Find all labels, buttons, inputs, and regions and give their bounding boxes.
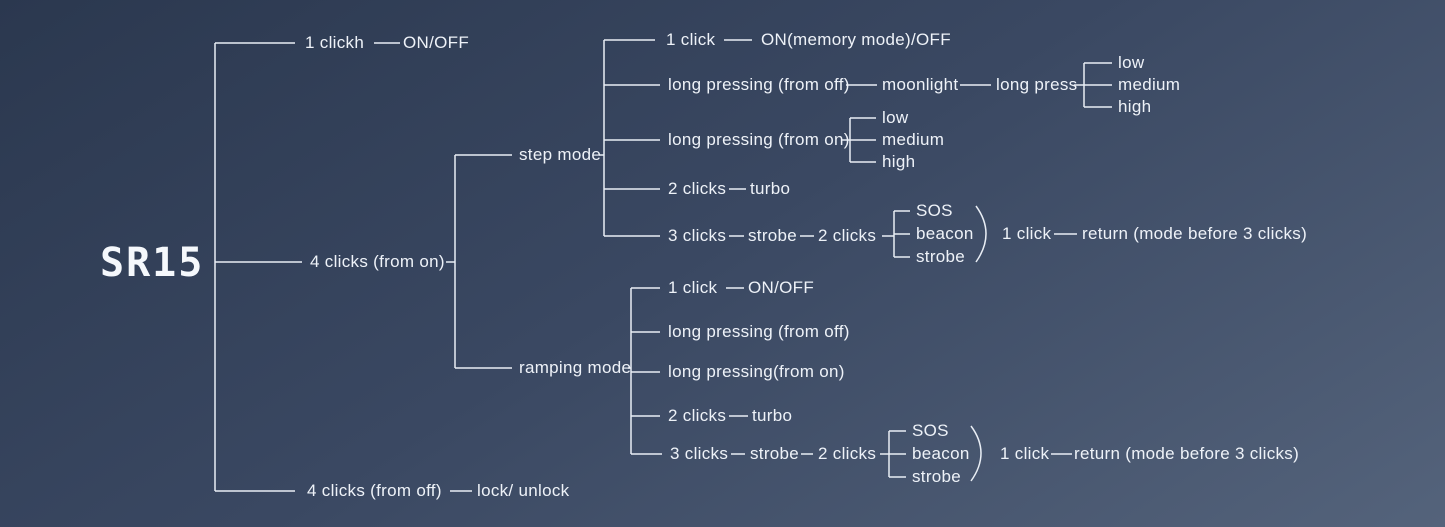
ramp-cycle-mode-beacon: beacon (912, 444, 970, 463)
ramp-one-click-result: ON/OFF (748, 278, 815, 297)
step-cycle-mode-beacon: beacon (916, 224, 974, 243)
step-level-high: high (1118, 97, 1152, 116)
lockout-action-label: 4 clicks (from off) (307, 481, 442, 500)
step-level-low: low (1118, 53, 1145, 72)
step-level-medium: medium (1118, 75, 1181, 94)
step-cycle-action: 2 clicks (818, 226, 877, 245)
step-three-clicks-action: 3 clicks (668, 226, 727, 245)
step-longpress-off-action: long pressing (from off) (668, 75, 850, 94)
ramp-three-clicks-result: strobe (750, 444, 800, 463)
ramping-mode-label: ramping mode (519, 358, 632, 377)
step-three-clicks-result: strobe (748, 226, 798, 245)
step-on-level-low: low (882, 108, 909, 127)
ramping-mode-lines (630, 287, 1072, 482)
step-two-clicks-action: 2 clicks (668, 179, 727, 198)
ramp-longpress-on-action: long pressing(from on) (668, 362, 845, 381)
ramp-return-result: return (mode before 3 clicks) (1074, 444, 1300, 463)
product-title: SR15 (100, 240, 205, 286)
ramp-cycle-mode-sos: SOS (912, 421, 949, 440)
step-one-click-action: 1 click (666, 30, 716, 49)
step-on-level-medium: medium (882, 130, 945, 149)
ramp-longpress-off-action: long pressing (from off) (668, 322, 850, 341)
step-mode-lines (603, 39, 1112, 263)
power-action-label: 1 clickh (305, 33, 365, 52)
ramp-return-action: 1 click (1000, 444, 1050, 463)
ramp-three-clicks-action: 3 clicks (670, 444, 729, 463)
step-mode-label: step mode (519, 145, 602, 164)
step-longpress-off-next: long press (996, 75, 1078, 94)
ramp-two-clicks-result: turbo (752, 406, 793, 425)
main-branch-lines (214, 42, 631, 492)
step-longpress-off-result: moonlight (882, 75, 959, 94)
step-cycle-mode-sos: SOS (916, 201, 953, 220)
ramp-two-clicks-action: 2 clicks (668, 406, 727, 425)
step-cycle-mode-strobe: strobe (916, 247, 966, 266)
cycle-paren (970, 425, 982, 482)
ramp-one-click-action: 1 click (668, 278, 718, 297)
step-on-level-high: high (882, 152, 916, 171)
power-result-label: ON/OFF (403, 33, 470, 52)
ramp-cycle-mode-strobe: strobe (912, 467, 962, 486)
step-two-clicks-result: turbo (750, 179, 791, 198)
step-longpress-on-action: long pressing (from on) (668, 130, 850, 149)
lockout-result-label: lock/ unlock (477, 481, 570, 500)
mode-select-action-label: 4 clicks (from on) (310, 252, 445, 271)
cycle-paren (975, 205, 987, 263)
step-return-action: 1 click (1002, 224, 1052, 243)
ramp-cycle-action: 2 clicks (818, 444, 877, 463)
step-one-click-result: ON(memory mode)/OFF (761, 30, 951, 49)
step-return-result: return (mode before 3 clicks) (1082, 224, 1308, 243)
